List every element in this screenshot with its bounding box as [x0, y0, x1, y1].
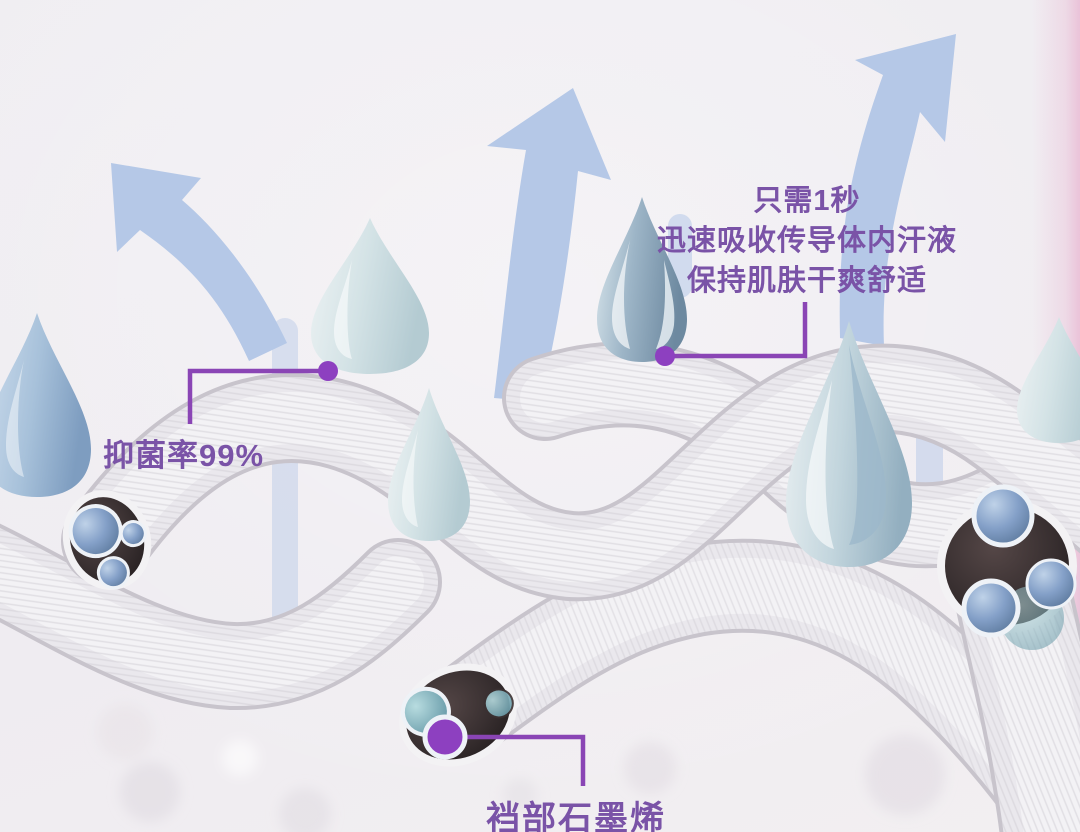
callout-dots: [318, 346, 675, 760]
annotation-antibacterial: 抑菌率99%: [103, 438, 265, 473]
fiber-tube-main: [61, 343, 1080, 602]
callout-dot-sweat: [655, 346, 675, 366]
callout-line-crotch: [445, 734, 586, 786]
callout-dot-antibacterial: [318, 361, 338, 381]
annotation-sweat-absorb: 只需1秒 迅速吸收传导体内汗液 保持肌肤干爽舒适: [600, 181, 1014, 301]
callout-line-antibacterial: [187, 368, 328, 424]
annotation-line: 保持肌肤干爽舒适: [686, 265, 927, 297]
annotation-line: 迅速吸收传导体内汗液: [656, 225, 957, 257]
annotation-line: 只需1秒: [753, 185, 861, 217]
moisture-arrows: [111, 34, 956, 402]
fiber-cross-section-left: [62, 490, 152, 590]
arrow-up-center-icon: [487, 88, 611, 402]
fiber-cross-section-right: [937, 484, 1077, 650]
water-droplet-right-edge: [1017, 317, 1080, 443]
water-droplet-far-left: [0, 313, 91, 497]
fiber-tube-lower-left: [0, 523, 442, 711]
arrow-up-left-icon: [111, 163, 287, 361]
annotation-crotch-graphene: 裆部石墨烯: [486, 800, 666, 832]
arrow-up-right-icon: [839, 34, 956, 346]
callout-lines: [187, 302, 808, 786]
bokeh-bubbles: [97, 704, 945, 832]
callout-dot-crotch: [422, 714, 468, 760]
droplet-highlight: [334, 260, 352, 359]
callout-line-sweat: [665, 302, 808, 359]
water-droplets: [0, 197, 1080, 567]
